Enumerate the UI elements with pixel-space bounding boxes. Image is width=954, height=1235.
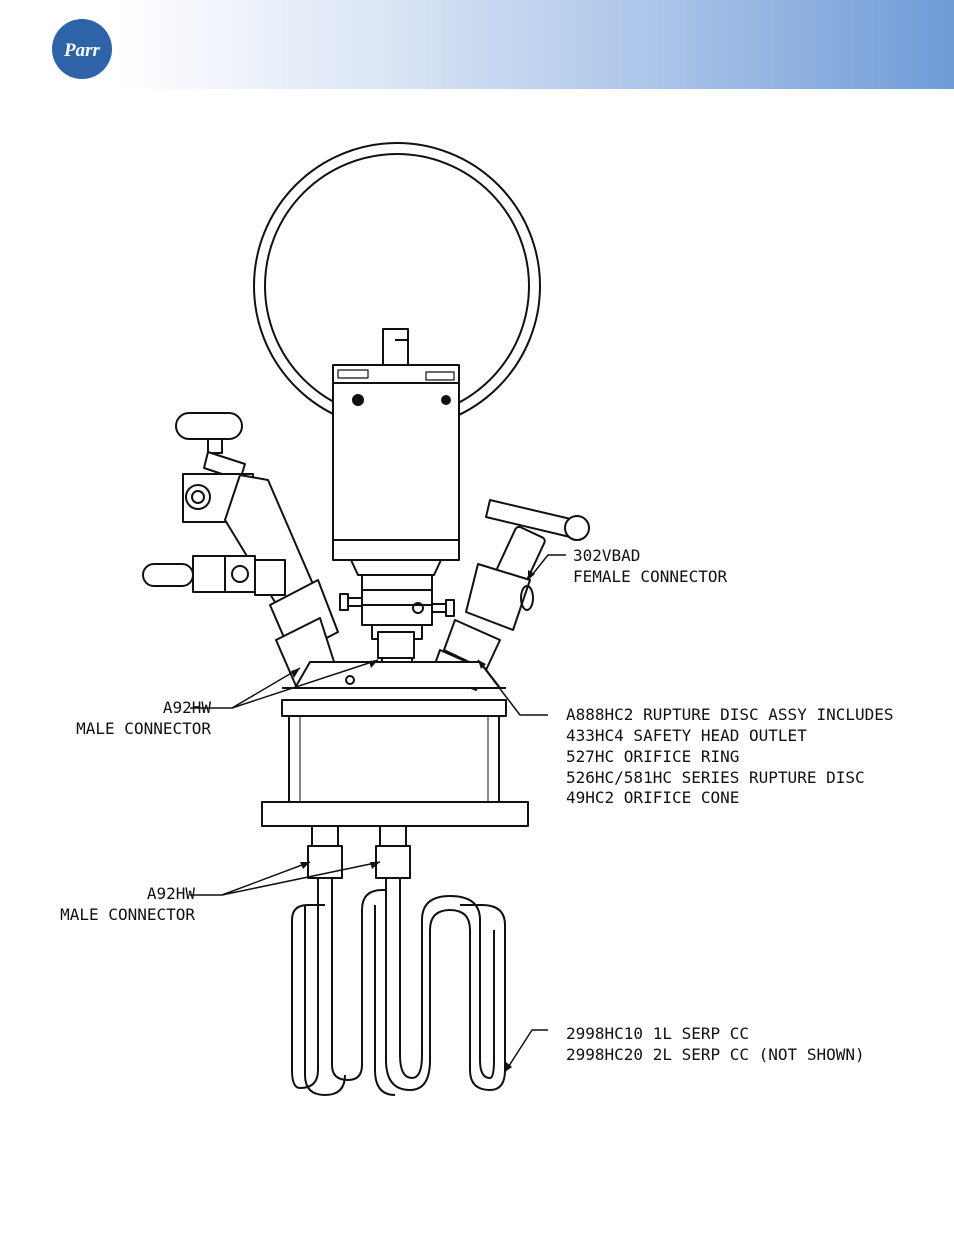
drive-shaft	[383, 329, 408, 365]
svg-text:526HC/581HC SERIES RUPTURE DIS: 526HC/581HC SERIES RUPTURE DISC	[566, 768, 865, 787]
svg-text:527HC ORIFICE RING: 527HC ORIFICE RING	[566, 747, 739, 766]
svg-text:A92HW: A92HW	[147, 884, 196, 903]
svg-text:A888HC2 RUPTURE DISC ASSY INCL: A888HC2 RUPTURE DISC ASSY INCLUDES	[566, 705, 894, 724]
svg-text:2998HC20 2L SERP CC (NOT SHOWN: 2998HC20 2L SERP CC (NOT SHOWN)	[566, 1045, 865, 1064]
svg-text:49HC2 ORIFICE CONE: 49HC2 ORIFICE CONE	[566, 788, 739, 807]
callout-female-connector: 302VBAD FEMALE CONNECTOR	[573, 546, 727, 586]
svg-text:433HC4 SAFETY HEAD OUTLET: 433HC4 SAFETY HEAD OUTLET	[566, 726, 807, 745]
vessel-head	[282, 662, 506, 716]
callout-rupture-disc: A888HC2 RUPTURE DISC ASSY INCLUDES 433HC…	[566, 705, 894, 807]
svg-text:FEMALE CONNECTOR: FEMALE CONNECTOR	[573, 567, 727, 586]
callout-male-connector-bottom: A92HW MALE CONNECTOR	[60, 884, 195, 924]
serpentine-cooling-coil	[292, 878, 505, 1095]
svg-text:2998HC10 1L SERP CC: 2998HC10 1L SERP CC	[566, 1024, 749, 1043]
left-valve-assembly	[143, 413, 338, 686]
svg-text:MALE CONNECTOR: MALE CONNECTOR	[60, 905, 195, 924]
callout-male-connector-top: A92HW MALE CONNECTOR	[76, 698, 211, 738]
vessel-cylinder	[262, 716, 528, 826]
svg-text:A92HW: A92HW	[163, 698, 212, 717]
cooling-coil-fittings	[308, 826, 410, 878]
svg-text:302VBAD: 302VBAD	[573, 546, 640, 565]
stirrer-coupling	[340, 575, 454, 639]
callout-cooling-coil: 2998HC10 1L SERP CC 2998HC20 2L SERP CC …	[566, 1024, 865, 1064]
svg-text:MALE CONNECTOR: MALE CONNECTOR	[76, 719, 211, 738]
magnetic-drive-housing	[333, 365, 459, 575]
